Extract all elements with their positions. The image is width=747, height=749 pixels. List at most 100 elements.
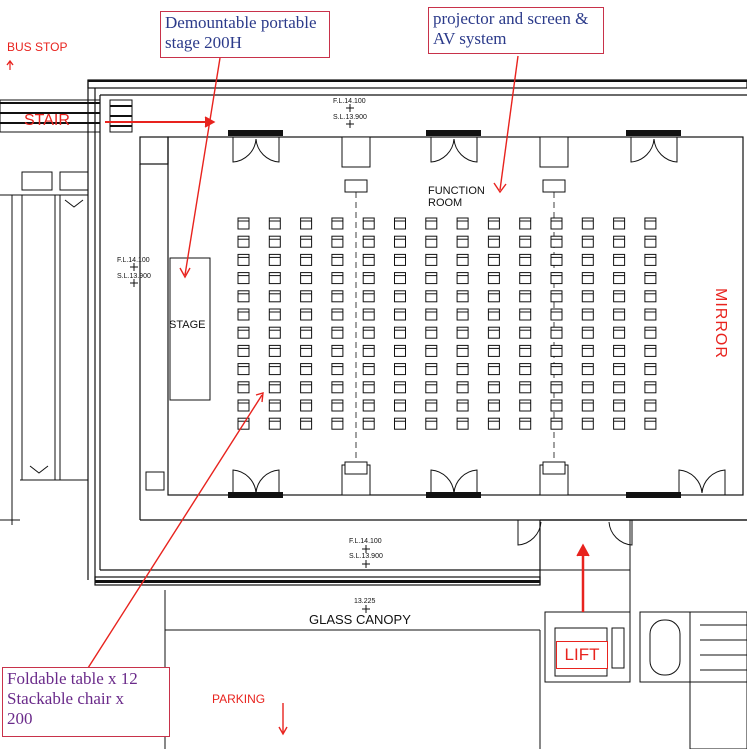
top-slab-level: S.L.13.900 <box>333 114 367 121</box>
chair <box>362 272 375 285</box>
chair <box>394 326 406 339</box>
chair <box>581 308 594 321</box>
stage-platform <box>169 257 211 401</box>
chair <box>519 381 532 394</box>
chair <box>613 363 626 376</box>
chair <box>268 308 281 321</box>
left-slab-level: S.L.13.900 <box>117 273 151 280</box>
chair <box>425 344 438 357</box>
chair <box>456 253 469 266</box>
chair <box>581 253 594 266</box>
chair <box>613 399 626 412</box>
chair <box>519 308 532 321</box>
chair <box>487 308 500 321</box>
function-room <box>139 136 747 521</box>
chair <box>331 326 344 339</box>
top-floor-level: F.L.14.100 <box>333 98 366 105</box>
chair <box>613 308 626 321</box>
glass-canopy-label: GLASS CANOPY <box>309 612 411 627</box>
chair <box>394 217 406 230</box>
chair <box>394 381 406 394</box>
chair <box>487 217 500 230</box>
av-callout-line-2: AV system <box>433 29 507 48</box>
chair <box>456 272 469 285</box>
chair <box>268 235 281 248</box>
structural-columns <box>341 136 569 496</box>
chair <box>550 381 563 394</box>
chair <box>331 290 344 303</box>
chair <box>456 363 469 376</box>
chair <box>581 363 594 376</box>
chair <box>613 235 626 248</box>
chair <box>300 381 313 394</box>
chair <box>519 272 532 285</box>
chair <box>394 308 406 321</box>
function-room-label-1: FUNCTION <box>428 185 485 197</box>
av-callout: projector and screen & AV system <box>428 7 604 54</box>
chair <box>331 344 344 357</box>
chair <box>644 399 657 412</box>
chair <box>362 290 375 303</box>
chair <box>644 217 657 230</box>
chair <box>487 344 500 357</box>
furniture-callout-line-2: Stackable chair x <box>7 689 125 708</box>
chair <box>331 363 344 376</box>
chair <box>550 235 563 248</box>
chair <box>300 417 313 430</box>
chair <box>550 308 563 321</box>
chair <box>394 272 406 285</box>
furniture-callout-line-1: Foldable table x 12 <box>7 669 138 688</box>
chair <box>425 272 438 285</box>
chair <box>487 253 500 266</box>
chair <box>487 272 500 285</box>
chair <box>613 253 626 266</box>
chair <box>300 344 313 357</box>
chair <box>644 272 657 285</box>
chair <box>550 363 563 376</box>
canopy-and-lift <box>164 520 747 749</box>
chair <box>581 344 594 357</box>
chair <box>550 399 563 412</box>
chair <box>331 308 344 321</box>
chair <box>644 253 657 266</box>
chair <box>644 363 657 376</box>
chair <box>268 344 281 357</box>
chair <box>581 381 594 394</box>
chair <box>331 381 344 394</box>
chair <box>362 399 375 412</box>
chair <box>487 399 500 412</box>
chair <box>519 344 532 357</box>
chair <box>362 235 375 248</box>
chair <box>331 217 344 230</box>
chair <box>644 235 657 248</box>
chair <box>394 417 406 430</box>
stair-label: STAIR <box>24 112 70 129</box>
chair <box>237 272 250 285</box>
stage-callout-line-2: stage 200H <box>165 33 242 52</box>
chair <box>268 363 281 376</box>
chair <box>331 253 344 266</box>
chair <box>268 272 281 285</box>
chair <box>550 326 563 339</box>
chair <box>644 344 657 357</box>
lift-label: LIFT <box>556 641 608 669</box>
chair <box>613 290 626 303</box>
chair <box>550 272 563 285</box>
chair <box>456 326 469 339</box>
chair <box>237 344 250 357</box>
chair <box>425 399 438 412</box>
chair <box>519 363 532 376</box>
chair <box>581 417 594 430</box>
mirror-label: MIRROR <box>712 288 729 359</box>
chair <box>331 272 344 285</box>
chair <box>237 253 250 266</box>
chair <box>613 326 626 339</box>
chair <box>425 326 438 339</box>
annotation-arrows <box>6 55 590 736</box>
chair <box>362 217 375 230</box>
chair <box>487 417 500 430</box>
bottom-slab-level: S.L.13.900 <box>349 553 383 560</box>
stair-area <box>0 99 133 525</box>
chair <box>300 363 313 376</box>
chair <box>581 399 594 412</box>
